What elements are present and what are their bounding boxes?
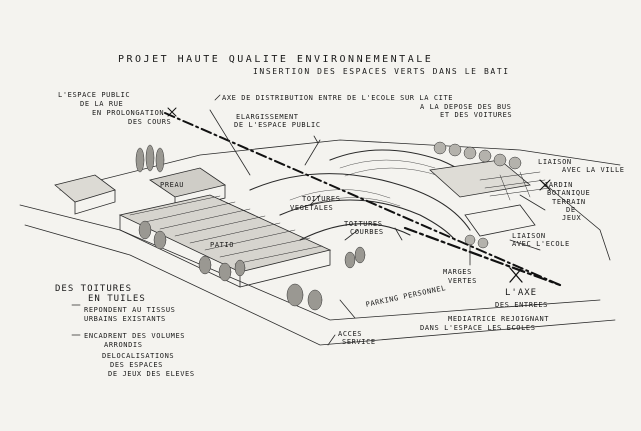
label-espace-public-4: DES COURS <box>128 118 172 126</box>
label-toitures-vegetales-2: VEGETALES <box>290 204 334 212</box>
label-axe-distribution-2: A LA DEPOSE DES BUS <box>420 103 512 111</box>
label-liaison-ecole-2: AVEC L'ECOLE <box>512 240 570 248</box>
page-title: PROJET HAUTE QUALITE ENVIRONNEMENTALE <box>118 54 434 65</box>
label-axe-2: DES ENTREES <box>495 301 548 309</box>
label-marges-1: MARGES <box>443 268 472 276</box>
label-espace-public-3: EN PROLONGATION <box>92 109 165 117</box>
label-delocalisation-2: DES ESPACES <box>110 361 163 369</box>
label-toitures-courbes-1: TOITURES <box>344 220 383 228</box>
label-liaison-ville-2: AVEC LA VILLE <box>562 166 625 174</box>
label-axe-distribution-3: ET DES VOITURES <box>440 111 513 119</box>
label-elargissement-1: ELARGISSEMENT <box>236 113 299 121</box>
label-liaison-ville-1: LIAISON <box>538 158 572 166</box>
label-repondent-2: URBAINS EXISTANTS <box>84 315 166 323</box>
label-jardin-1: JARDIN <box>544 181 573 189</box>
label-terrain-1: TERRAIN <box>552 198 586 206</box>
label-repondent-1: REPONDENT AU TISSUS <box>84 306 176 314</box>
label-terrain-3: JEUX <box>562 214 582 222</box>
label-toitures-vegetales-1: TOITURES <box>302 195 341 203</box>
label-encadrent-1: ENCADRENT DES VOLUMES <box>84 332 186 340</box>
label-delocalisation-1: DELOCALISATIONS <box>102 352 175 360</box>
label-jardin-2: BOTANIQUE <box>547 189 591 197</box>
label-axe-4: DANS L'ESPACE LES ECOLES <box>420 324 536 332</box>
label-acces-1: ACCES <box>338 330 363 338</box>
label-toitures-tuiles-2: EN TUILES <box>88 294 146 304</box>
label-preau: PREAU <box>160 181 185 189</box>
label-axe-3: MEDIATRICE REJOIGNANT <box>448 315 550 323</box>
label-toitures-courbes-2: COURBES <box>350 228 384 236</box>
label-liaison-ecole-1: LIAISON <box>512 232 546 240</box>
label-espace-public-2: DE LA RUE <box>80 100 124 108</box>
page-subtitle: INSERTION DES ESPACES VERTS DANS LE BATI <box>253 67 510 76</box>
label-elargissement-2: DE L'ESPACE PUBLIC <box>234 121 321 129</box>
label-encadrent-2: ARRONDIS <box>104 341 143 349</box>
label-toitures-tuiles-1: DES TOITURES <box>55 284 133 294</box>
label-delocalisation-3: DE JEUX DES ELEVES <box>108 370 195 378</box>
label-patio: PATIO <box>210 241 235 249</box>
label-terrain-2: DE <box>566 206 576 214</box>
label-espace-public-1: L'ESPACE PUBLIC <box>58 91 131 99</box>
label-axe-1: L'AXE <box>505 288 538 298</box>
label-acces-2: SERVICE <box>342 338 376 346</box>
label-axe-distribution-1: AXE DE DISTRIBUTION ENTRE DE L'ECOLE SUR… <box>222 94 454 102</box>
label-marges-2: VERTES <box>448 277 477 285</box>
